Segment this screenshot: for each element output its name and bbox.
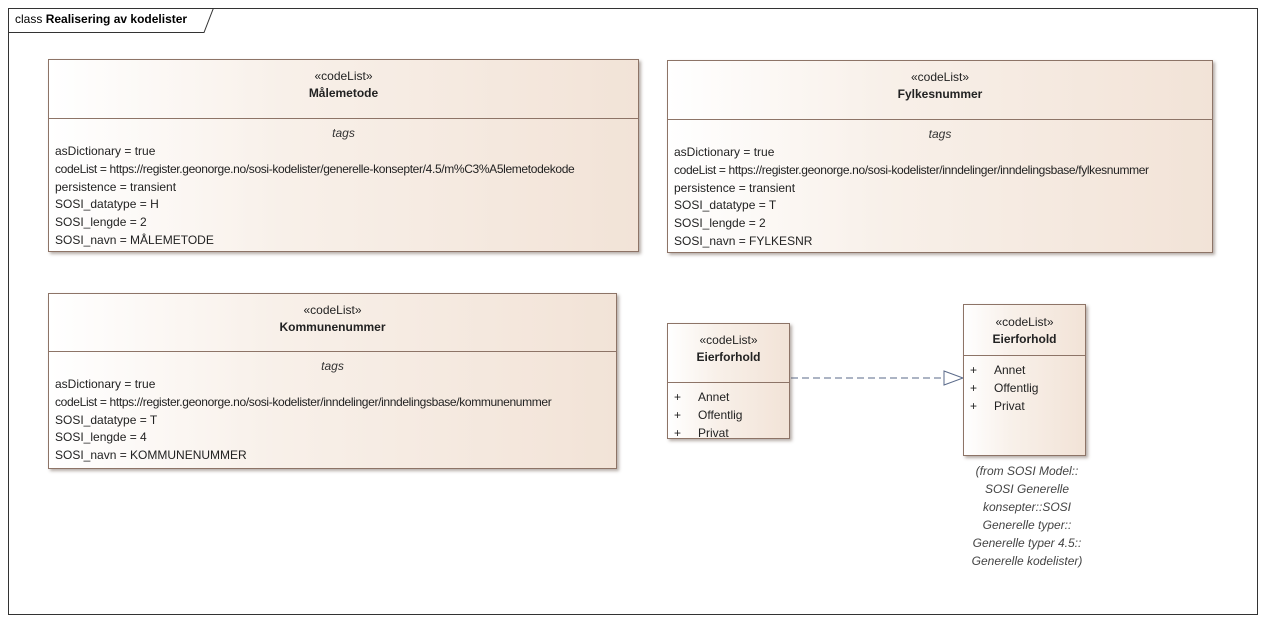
tags-title: tags [928, 127, 952, 141]
tag-value: codeList = https://register.geonorge.no/… [55, 161, 575, 176]
class-name: Kommunenummer [279, 320, 386, 334]
class-malemetode[interactable]: «codeList» Målemetode tags asDictionary … [48, 59, 639, 252]
literal-visibility: + [970, 381, 978, 395]
tag-value: SOSI_navn = FYLKESNR [674, 233, 813, 248]
class-name: Fylkesnummer [897, 87, 983, 101]
class-header: «codeList» Eierforhold [964, 305, 1085, 356]
diagram-kind: class [15, 12, 43, 26]
tags-title: tags [332, 126, 355, 140]
tag-value: SOSI_lengde = 2 [55, 215, 147, 230]
tag-value: SOSI_navn = MÅLEMETODE [55, 232, 214, 247]
literal-row: + Offentlig [674, 406, 789, 424]
literal-row: + Privat [970, 397, 1085, 415]
literal-visibility: + [674, 408, 682, 422]
literal-name: Privat [994, 399, 1025, 413]
tag-value: SOSI_lengde = 4 [55, 430, 147, 445]
literal-name: Annet [698, 390, 730, 404]
class-header: «codeList» Målemetode [49, 60, 638, 119]
literal-name: Annet [994, 363, 1026, 377]
literals-compartment: + Annet + Offentlig + Privat [964, 356, 1085, 415]
class-stereotype: «codeList» [699, 333, 758, 347]
diagram-title: class Realisering av kodelister [15, 12, 187, 26]
literal-visibility: + [674, 390, 682, 404]
tag-value: SOSI_navn = KOMMUNENUMMER [55, 448, 247, 463]
tag-value: asDictionary = true [674, 145, 775, 159]
literal-visibility: + [674, 426, 682, 440]
class-header: «codeList» Eierforhold [668, 324, 789, 383]
tag-value: codeList = https://register.geonorge.no/… [55, 394, 552, 409]
tags-compartment: tags asDictionary = true codeList = http… [668, 120, 1212, 251]
tag-value: SOSI_datatype = T [674, 198, 777, 213]
class-stereotype: «codeList» [910, 70, 970, 84]
from-package-line: Generelle typer:: [982, 518, 1072, 532]
literal-visibility: + [970, 363, 978, 377]
frame-tab-shape [8, 8, 214, 33]
tag-value: SOSI_datatype = H [55, 197, 159, 212]
literals-compartment: + Annet + Offentlig + Privat [668, 383, 789, 442]
tag-value: persistence = transient [674, 180, 796, 195]
literal-name: Privat [698, 426, 729, 440]
class-name: Eierforhold [992, 332, 1057, 346]
from-package-line: konsepter::SOSI [982, 500, 1072, 514]
class-name: Målemetode [308, 86, 379, 100]
from-package-line: Generelle kodelister) [971, 554, 1083, 568]
tag-value: persistence = transient [55, 179, 177, 194]
tag-value: asDictionary = true [55, 144, 156, 158]
literal-row: + Privat [674, 424, 789, 442]
tags-title: tags [321, 359, 344, 373]
tag-value: SOSI_lengde = 2 [674, 216, 766, 231]
from-package-line: Generelle typer 4.5:: [972, 536, 1082, 550]
diagram-name: Realisering av kodelister [45, 12, 188, 26]
literal-row: + Annet [970, 361, 1085, 379]
class-kommunenummer[interactable]: «codeList» Kommunenummer tags asDictiona… [48, 293, 617, 469]
tags-compartment: tags asDictionary = true codeList = http… [49, 119, 638, 250]
class-eierforhold-sosi[interactable]: «codeList» Eierforhold + Annet + Offentlig… [963, 304, 1086, 456]
class-stereotype: «codeList» [303, 303, 362, 317]
tag-value: asDictionary = true [55, 377, 156, 391]
literal-name: Offentlig [698, 408, 743, 422]
from-package-note: (from SOSI Model:: SOSI Generelle konsep… [954, 462, 1100, 570]
literal-name: Offentlig [994, 381, 1039, 395]
from-package-line: (from SOSI Model:: [975, 464, 1079, 478]
class-eierforhold-local[interactable]: «codeList» Eierforhold + Annet + Offentlig… [667, 323, 790, 442]
class-stereotype: «codeList» [995, 315, 1054, 329]
tag-value: codeList = https://register.geonorge.no/… [674, 162, 1149, 177]
diagram-frame [8, 8, 1258, 615]
literal-visibility: + [970, 399, 978, 413]
literal-row: + Offentlig [970, 379, 1085, 397]
tags-compartment: tags asDictionary = true codeList = http… [49, 352, 616, 465]
tag-value: SOSI_datatype = T [55, 412, 158, 427]
class-header: «codeList» Fylkesnummer [668, 61, 1212, 120]
class-header: «codeList» Kommunenummer [49, 294, 616, 352]
class-stereotype: «codeList» [314, 69, 373, 83]
class-fylkesnummer[interactable]: «codeList» Fylkesnummer tags asDictionar… [667, 60, 1213, 253]
from-package-line: SOSI Generelle [984, 482, 1070, 496]
literal-row: + Annet [674, 388, 789, 406]
realization-arrowhead [943, 370, 965, 386]
class-name: Eierforhold [696, 350, 761, 364]
